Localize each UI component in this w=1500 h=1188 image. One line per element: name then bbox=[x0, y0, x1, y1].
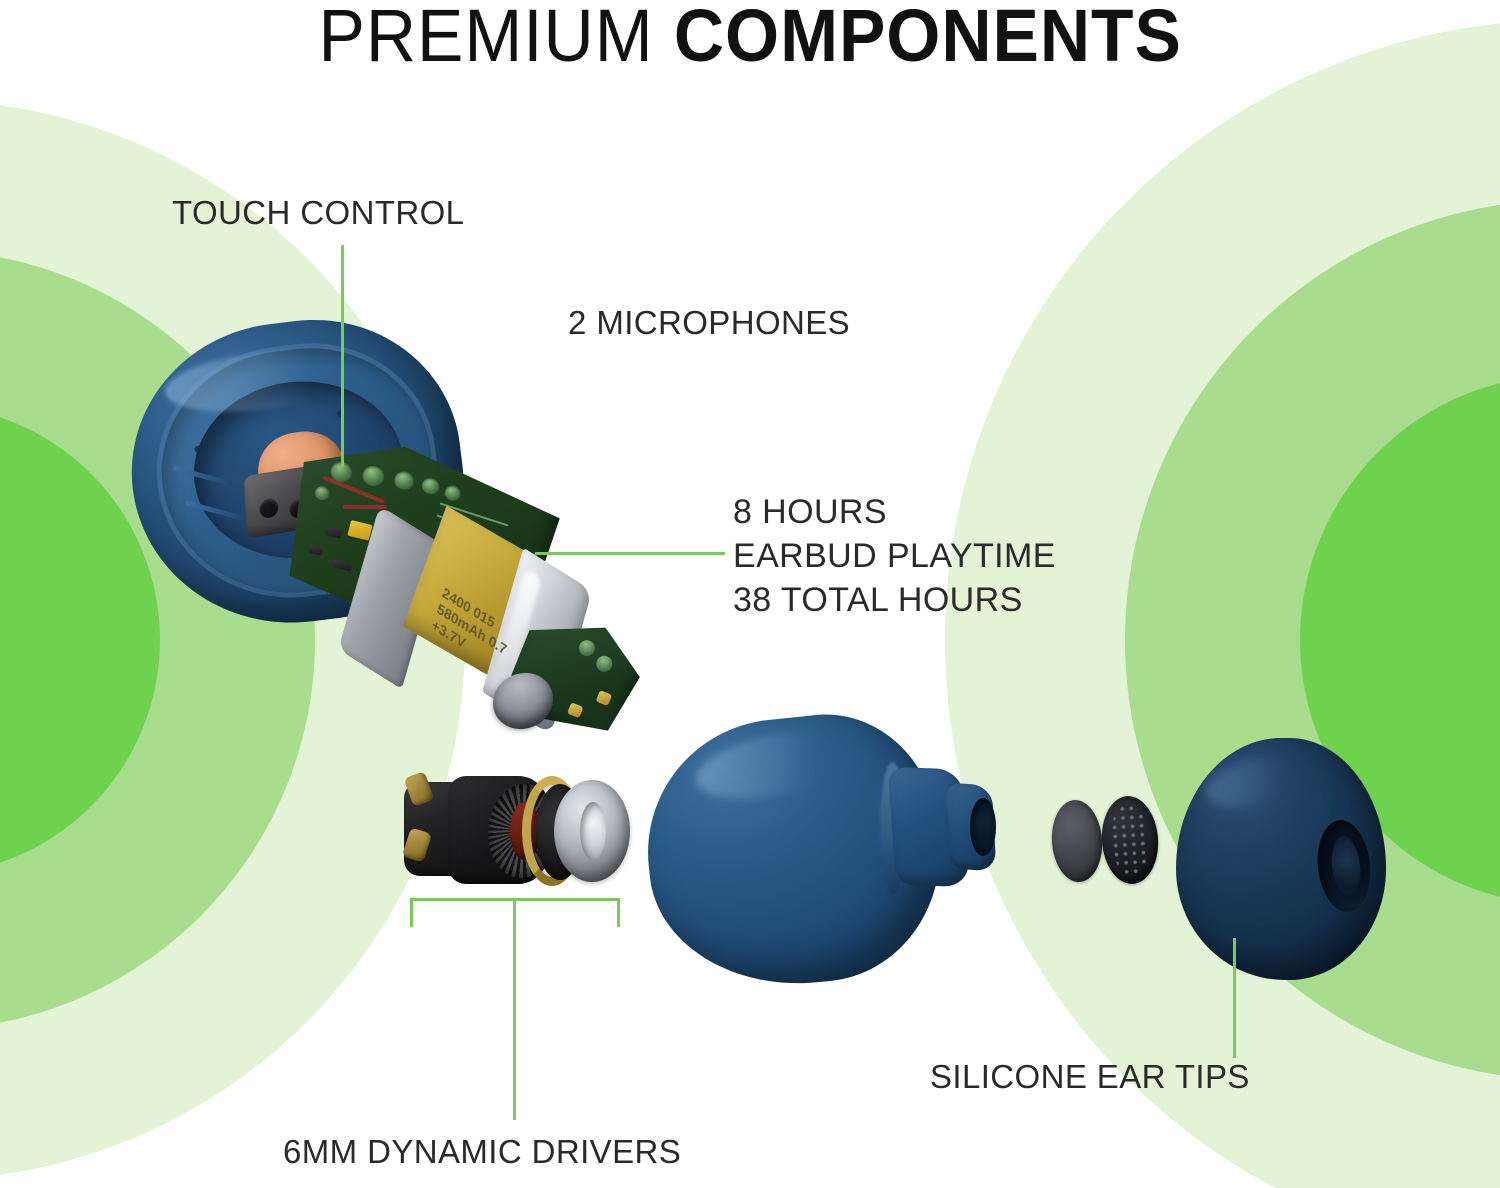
earbud-nozzle-bore bbox=[970, 798, 996, 856]
microphone-port-1 bbox=[259, 497, 279, 520]
dynamic-driver bbox=[401, 771, 634, 890]
callout-label-ear-tips: SILICONE EAR TIPS bbox=[930, 1058, 1250, 1095]
leader-line-ear-tips bbox=[1233, 938, 1236, 1058]
mesh-perforations bbox=[1108, 802, 1152, 878]
earbud-body bbox=[634, 703, 1000, 999]
bracket-right-tick bbox=[617, 901, 620, 927]
leader-line-touch-control bbox=[341, 245, 344, 467]
callout-label-microphones: 2 MICROPHONES bbox=[568, 304, 851, 341]
leader-line-drivers bbox=[513, 898, 516, 1120]
silicone-ear-tip bbox=[1176, 738, 1386, 980]
leader-line-battery bbox=[535, 552, 725, 555]
callout-label-battery: 8 HOURS EARBUD PLAYTIME 38 TOTAL HOURS bbox=[733, 493, 1056, 619]
mesh-filter-disc bbox=[1098, 794, 1162, 886]
acoustic-filter-disc bbox=[1049, 798, 1105, 884]
bracket-left-tick bbox=[410, 901, 413, 927]
callout-label-drivers: 6MM DYNAMIC DRIVERS bbox=[283, 1133, 682, 1170]
driver-output-aperture bbox=[580, 802, 606, 860]
callout-label-touch-control: TOUCH CONTROL bbox=[172, 194, 465, 231]
